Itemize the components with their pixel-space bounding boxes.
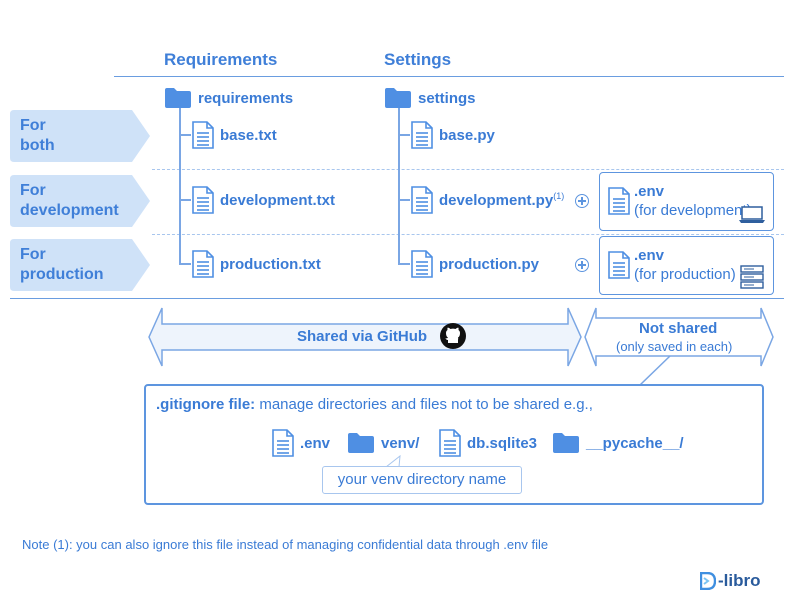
server-icon: [740, 265, 764, 289]
file-label-text: development.py: [439, 192, 554, 209]
settings-folder[interactable]: settings: [384, 87, 476, 109]
requirements-folder-label: requirements: [198, 89, 294, 107]
requirements-header: Requirements: [164, 50, 278, 69]
tree-branch: [398, 263, 410, 265]
gitignore-item-pycache[interactable]: __pycache__/: [552, 432, 684, 454]
footnote-marker: (1): [553, 191, 565, 201]
row-divider: [152, 234, 784, 235]
gitignore-item-env[interactable]: .env: [272, 429, 330, 457]
file-label: production.txt: [220, 255, 321, 273]
file-icon: [411, 186, 433, 214]
row-label-line: production: [20, 266, 104, 283]
tree-line: [398, 108, 400, 264]
file-icon: [608, 251, 630, 279]
tree-line: [179, 108, 181, 264]
plus-icon: [575, 194, 589, 208]
row-label-line: development: [20, 202, 119, 219]
file-label: base.py: [439, 126, 495, 144]
row-label-line: For: [20, 182, 46, 199]
file-icon: [411, 250, 433, 278]
file-icon: [192, 186, 214, 214]
folder-icon: [385, 88, 411, 108]
tree-branch: [398, 134, 410, 136]
logo-text: -libro: [718, 571, 761, 590]
file-icon: [608, 187, 630, 215]
tree-branch: [179, 199, 191, 201]
file-label: development.txt: [220, 191, 336, 209]
file-icon: [439, 429, 461, 457]
github-icon: [440, 323, 466, 349]
header-divider: [114, 76, 784, 77]
settings-header: Settings: [384, 50, 452, 69]
folder-icon: [348, 433, 374, 453]
row-label-both: For both: [10, 110, 150, 162]
gitignore-title-bold: .gitignore file:: [156, 396, 256, 413]
folder-icon: [165, 88, 191, 108]
tree-branch: [179, 134, 191, 136]
file-production-py[interactable]: production.py: [411, 250, 539, 278]
env-box-development[interactable]: .env (for development): [599, 172, 774, 231]
not-shared-arrow: [584, 307, 774, 367]
file-base-py[interactable]: base.py: [411, 121, 495, 149]
connector-line: [639, 355, 671, 386]
gitignore-title: .gitignore file: manage directories and …: [156, 396, 593, 413]
row-label-line: For: [20, 117, 46, 134]
venv-callout: your venv directory name: [322, 466, 522, 494]
plus-icon: [575, 258, 589, 272]
file-icon: [192, 121, 214, 149]
d-libro-logo: -libro: [700, 571, 761, 591]
file-icon: [192, 250, 214, 278]
tree-branch: [398, 199, 410, 201]
file-label: production.py: [439, 255, 539, 273]
file-label: base.txt: [220, 126, 277, 144]
gitignore-item-label: __pycache__/: [586, 434, 684, 452]
tree-branch: [179, 263, 191, 265]
file-development-py[interactable]: development.py(1): [411, 186, 564, 214]
file-base-txt[interactable]: base.txt: [192, 121, 277, 149]
gitignore-box: .gitignore file: manage directories and …: [144, 384, 764, 505]
env-desc: (for production): [634, 266, 736, 283]
env-desc: (for development): [634, 202, 752, 219]
section-divider: [10, 298, 784, 299]
settings-folder-label: settings: [418, 89, 476, 107]
gitignore-item-db[interactable]: db.sqlite3: [439, 429, 537, 457]
file-icon: [272, 429, 294, 457]
env-name: .env: [634, 247, 665, 264]
row-label-line: For: [20, 246, 46, 263]
callout-pointer: [386, 455, 401, 468]
laptop-icon: [739, 206, 765, 223]
row-label-production: For production: [10, 239, 150, 291]
row-label-line: both: [20, 137, 55, 154]
file-development-txt[interactable]: development.txt: [192, 186, 335, 214]
folder-icon: [553, 433, 579, 453]
gitignore-item-label: venv/: [381, 434, 420, 452]
not-shared-label: Not shared: [639, 320, 718, 337]
env-name: .env: [634, 183, 665, 200]
row-divider: [152, 169, 784, 170]
d-libro-logo-icon: [700, 572, 716, 590]
requirements-folder[interactable]: requirements: [164, 87, 293, 109]
gitignore-item-label: db.sqlite3: [467, 434, 538, 452]
env-box-production[interactable]: .env (for production): [599, 236, 774, 295]
footnote: Note (1): you can also ignore this file …: [22, 537, 549, 552]
row-label-development: For development: [10, 175, 150, 227]
gitignore-title-rest: manage directories and files not to be s…: [255, 396, 593, 413]
file-production-txt[interactable]: production.txt: [192, 250, 321, 278]
gitignore-item-venv[interactable]: venv/: [347, 432, 419, 454]
file-icon: [411, 121, 433, 149]
shared-arrow: [148, 307, 582, 367]
file-label: development.py(1): [439, 191, 564, 209]
shared-label: Shared via GitHub: [297, 328, 428, 345]
not-shared-sublabel: (only saved in each): [616, 339, 733, 354]
gitignore-item-label: .env: [300, 434, 331, 452]
venv-callout-text: your venv directory name: [337, 471, 507, 488]
